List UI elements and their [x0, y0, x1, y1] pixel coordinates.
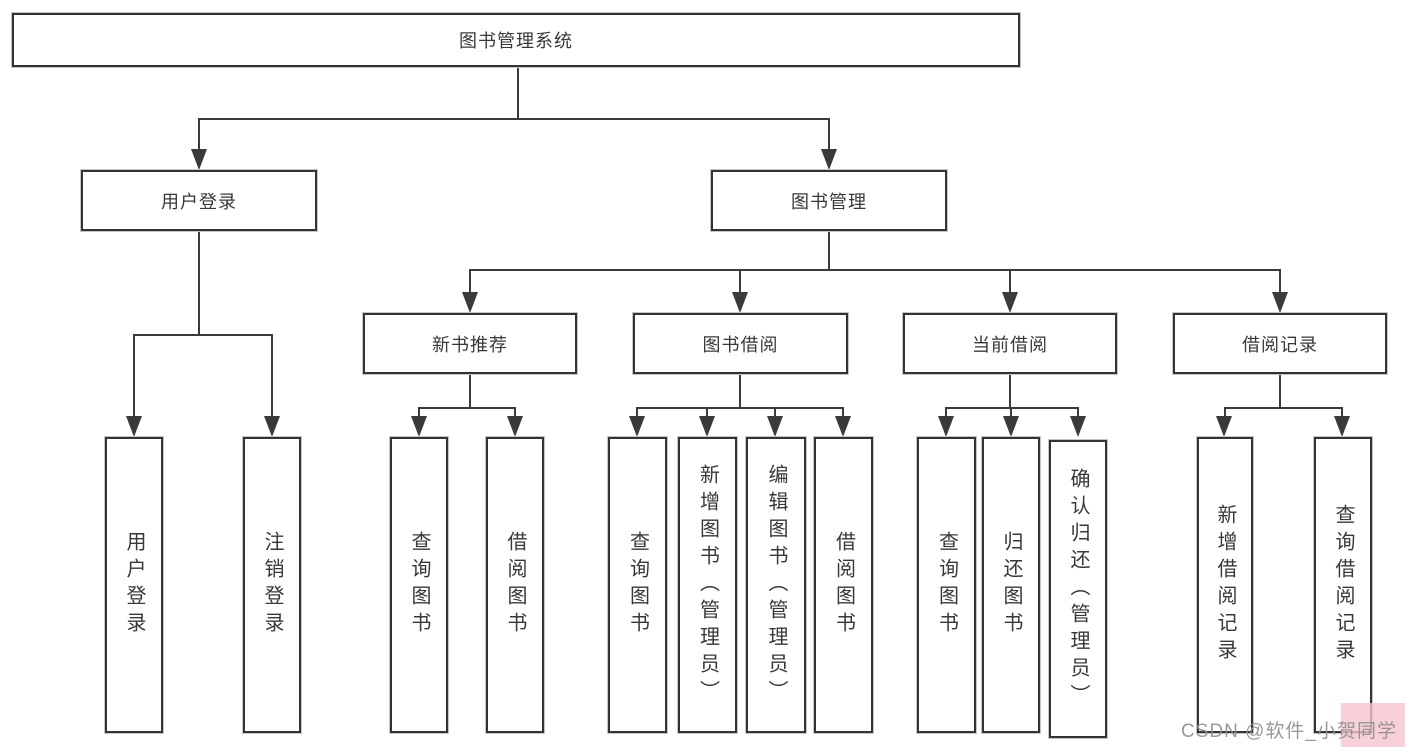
node-user-login-label: 用户登录: [161, 191, 237, 212]
connector-line: [514, 407, 516, 419]
connector-line: [842, 407, 844, 419]
node-new-book: 新书推荐: [363, 313, 577, 374]
connector-line: [636, 407, 844, 409]
leaf-borrow-books-1-label: 借阅图书: [504, 531, 526, 639]
leaf-edit-books-admin: 编辑图书（管理员）: [746, 437, 806, 733]
connector-line: [706, 407, 708, 419]
arrow-down-icon: [1003, 416, 1019, 437]
leaf-query-books-3: 查询图书: [917, 437, 976, 733]
node-root: 图书管理系统: [12, 13, 1020, 67]
arrow-down-icon: [699, 416, 715, 437]
leaf-borrow-books-1: 借阅图书: [486, 437, 544, 733]
connector-line: [636, 407, 638, 419]
connector-line: [1341, 407, 1343, 419]
arrow-down-icon: [507, 416, 523, 437]
node-book-mgmt-label: 图书管理: [791, 191, 867, 212]
arrow-down-icon: [191, 149, 207, 170]
leaf-logout: 注销登录: [243, 437, 301, 733]
leaf-query-books-2-label: 查询图书: [626, 531, 649, 639]
leaf-query-books-1-label: 查询图书: [408, 531, 430, 639]
leaf-user-login: 用户登录: [105, 437, 163, 733]
arrow-down-icon: [767, 416, 783, 437]
arrow-down-icon: [126, 416, 142, 437]
connector-line: [469, 269, 1281, 271]
connector-line: [469, 269, 471, 293]
connector-line: [1010, 407, 1012, 419]
connector-line: [1077, 407, 1079, 419]
leaf-confirm-return-admin-label: 确认归还（管理员）: [1067, 467, 1089, 711]
node-root-label: 图书管理系统: [459, 31, 573, 51]
node-book-borrow-label: 图书借阅: [702, 334, 779, 355]
arrow-down-icon: [1216, 416, 1232, 437]
arrow-down-icon: [1002, 292, 1018, 313]
leaf-logout-label: 注销登录: [261, 531, 283, 639]
leaf-add-books-admin-label: 新增图书（管理员）: [696, 463, 719, 707]
node-borrow-records: 借阅记录: [1173, 313, 1387, 374]
connector-line: [198, 231, 200, 335]
node-book-mgmt: 图书管理: [711, 170, 947, 231]
leaf-user-login-label: 用户登录: [123, 531, 145, 639]
connector-line: [1009, 374, 1011, 408]
leaf-query-books-1: 查询图书: [390, 437, 448, 733]
connector-line: [739, 374, 741, 408]
leaf-add-borrow-record-label: 新增借阅记录: [1214, 504, 1236, 666]
watermark-highlight: [1341, 703, 1405, 747]
arrow-down-icon: [462, 292, 478, 313]
node-current-borrow-label: 当前借阅: [972, 334, 1048, 355]
node-user-login: 用户登录: [81, 170, 317, 231]
arrow-down-icon: [1334, 416, 1350, 437]
node-current-borrow: 当前借阅: [903, 313, 1117, 374]
leaf-return-books-label: 归还图书: [1000, 531, 1022, 639]
node-borrow-records-label: 借阅记录: [1242, 334, 1318, 355]
connector-line: [739, 269, 741, 293]
connector-line: [418, 407, 420, 419]
leaf-return-books: 归还图书: [982, 437, 1040, 733]
leaf-add-books-admin: 新增图书（管理员）: [678, 437, 737, 733]
connector-line: [1279, 269, 1281, 293]
connector-line: [1224, 407, 1226, 419]
connector-line: [133, 334, 273, 336]
leaf-query-borrow-record-label: 查询借阅记录: [1332, 504, 1354, 666]
connector-line: [1279, 374, 1281, 408]
arrow-down-icon: [1272, 292, 1288, 313]
connector-line: [271, 334, 273, 418]
leaf-add-borrow-record: 新增借阅记录: [1197, 437, 1253, 733]
connector-line: [828, 118, 830, 151]
leaf-confirm-return-admin: 确认归还（管理员）: [1049, 440, 1107, 738]
arrow-down-icon: [938, 416, 954, 437]
connector-line: [1009, 269, 1011, 293]
leaf-borrow-books-2-label: 借阅图书: [832, 531, 855, 639]
node-book-borrow: 图书借阅: [633, 313, 848, 374]
leaf-query-borrow-record: 查询借阅记录: [1314, 437, 1372, 733]
arrow-down-icon: [1070, 416, 1086, 437]
arrow-down-icon: [821, 149, 837, 170]
connector-line: [198, 118, 200, 151]
connector-line: [517, 67, 519, 119]
arrow-down-icon: [835, 416, 851, 437]
arrow-down-icon: [264, 416, 280, 437]
connector-line: [418, 407, 516, 409]
arrow-down-icon: [629, 416, 645, 437]
arrow-down-icon: [411, 416, 427, 437]
connector-line: [774, 407, 776, 419]
node-new-book-label: 新书推荐: [432, 334, 508, 355]
connector-line: [828, 231, 830, 271]
leaf-borrow-books-2: 借阅图书: [814, 437, 873, 733]
leaf-edit-books-admin-label: 编辑图书（管理员）: [765, 463, 787, 707]
leaf-query-books-3-label: 查询图书: [935, 531, 958, 639]
connector-line: [198, 118, 830, 120]
arrow-down-icon: [732, 292, 748, 313]
connector-line: [945, 407, 947, 419]
connector-line: [133, 334, 135, 418]
connector-line: [469, 374, 471, 408]
leaf-query-books-2: 查询图书: [608, 437, 667, 733]
watermark-text: CSDN @软件_小贺同学: [1181, 721, 1397, 742]
connector-line: [1224, 407, 1343, 409]
